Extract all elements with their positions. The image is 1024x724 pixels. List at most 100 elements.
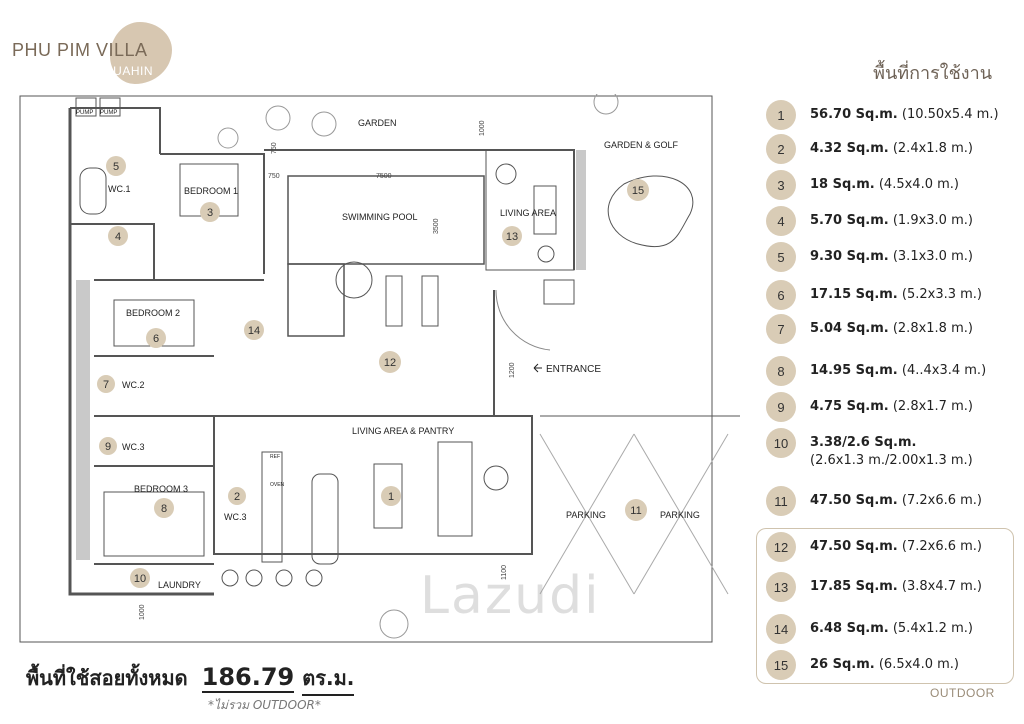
legend-text: 17.15 Sq.m. (5.2x3.3 m.)	[810, 280, 982, 304]
legend-area: 47.50 Sq.m.	[810, 493, 898, 508]
legend-text: 5.04 Sq.m. (2.8x1.8 m.)	[810, 314, 973, 338]
legend-number: 2	[766, 134, 796, 164]
label-swimming-pool: SWIMMING POOL	[342, 212, 418, 222]
legend-dims: (6.5x4.0 m.)	[878, 657, 959, 672]
pool-steps	[287, 263, 345, 337]
room-number-6: 6	[153, 333, 159, 345]
stepping-stone-2	[245, 569, 263, 587]
dimension-7500: 7500	[376, 173, 392, 180]
legend-text: 4.32 Sq.m. (2.4x1.8 m.)	[810, 134, 973, 158]
east-hedge	[576, 150, 586, 270]
coffee-table	[483, 465, 509, 491]
legend-row: 11 47.50 Sq.m. (7.2x6.6 m.)	[766, 486, 1016, 516]
total-area-label: พื้นที่ใช้สอยทั้งหมด	[26, 666, 188, 690]
dining-table	[373, 463, 403, 529]
room-marker-8	[154, 498, 174, 518]
outdoor-chair-1	[495, 163, 517, 185]
room-marker-10	[130, 568, 150, 588]
watermark: Lazudi	[420, 566, 601, 626]
legend-dims: (5.2x3.3 m.)	[901, 287, 983, 302]
tree-5	[379, 609, 409, 639]
pump-box-1	[75, 97, 97, 117]
room-marker-15	[627, 179, 649, 201]
label-garden: GARDEN	[358, 118, 397, 128]
legend-text: 47.50 Sq.m. (7.2x6.6 m.)	[810, 532, 982, 556]
label-laundry: LAUNDRY	[158, 580, 201, 590]
room-marker-2	[228, 487, 246, 505]
label-parking-2: PARKING	[660, 510, 700, 520]
legend-number: 1	[766, 100, 796, 130]
legend-area: 14.95 Sq.m.	[810, 363, 898, 378]
legend-dims: (7.2x6.6 m.)	[901, 493, 983, 508]
stepping-stone-1	[221, 569, 239, 587]
legend-dims: (4..4x3.4 m.)	[901, 363, 987, 378]
legend-text: 26 Sq.m. (6.5x4.0 m.)	[810, 650, 959, 674]
outdoor-living-area	[485, 149, 575, 271]
legend-row: 10 3.38/2.6 Sq.m. (2.6x1.3 m./2.00x1.3 m.…	[766, 428, 1016, 470]
outdoor-label: OUTDOOR	[930, 686, 995, 700]
total-area-unit: ตร.ม.	[302, 662, 355, 696]
legend-text: 18 Sq.m. (4.5x4.0 m.)	[810, 170, 959, 194]
label-bedroom3: BEDROOM 3	[134, 484, 188, 494]
label-wc2: WC.2	[122, 380, 145, 390]
floor-plan: 1 2 3 4 5 6 7 8 9 10 11 12 13 14 15 GARD…	[14, 94, 750, 650]
tree-2	[311, 111, 337, 137]
legend-title: พื้นที่การใช้งาน	[873, 63, 992, 84]
legend-row: 2 4.32 Sq.m. (2.4x1.8 m.)	[766, 134, 1016, 164]
room-number-7: 7	[103, 379, 109, 391]
legend-dims: (4.5x4.0 m.)	[878, 177, 959, 192]
parking-lines	[539, 433, 729, 595]
legend-dims: (2.6x1.3 m./2.00x1.3 m.)	[810, 453, 973, 468]
outdoor-chair-2	[537, 245, 555, 263]
legend-dims: (5.4x1.2 m.)	[892, 621, 973, 636]
legend-row: 1 56.70 Sq.m. (10.50x5.4 m.)	[766, 100, 1016, 130]
dimension-3500: 3500	[433, 218, 440, 234]
legend-number: 8	[766, 356, 796, 386]
room-number-2: 2	[234, 491, 240, 503]
label-entrance: ENTRANCE	[546, 364, 601, 375]
kitchen-island	[311, 473, 339, 565]
area-legend: 1 56.70 Sq.m. (10.50x5.4 m.) 2 4.32 Sq.m…	[766, 100, 1016, 706]
legend-number: 11	[766, 486, 796, 516]
tree-1	[265, 105, 291, 131]
living-pantry-wall	[213, 415, 533, 555]
room-marker-13	[502, 226, 522, 246]
living-sofa	[437, 441, 473, 537]
legend-number: 10	[766, 428, 796, 458]
entrance-arrow-icon	[533, 363, 542, 373]
total-area-note: *ไม่รวม OUTDOOR*	[208, 698, 321, 712]
tree-4	[217, 127, 239, 149]
brand-subtitle: HUAHIN	[104, 64, 154, 78]
legend-number: 14	[766, 614, 796, 644]
room-marker-11	[625, 499, 647, 521]
legend-text: 9.30 Sq.m. (3.1x3.0 m.)	[810, 242, 973, 266]
legend-area: 47.50 Sq.m.	[810, 539, 898, 554]
legend-area: 6.48 Sq.m.	[810, 621, 889, 636]
legend-row: 7 5.04 Sq.m. (2.8x1.8 m.)	[766, 314, 1016, 344]
room-marker-9	[99, 437, 117, 455]
bed-3	[103, 491, 205, 557]
kitchen-counter	[261, 451, 283, 563]
legend-row: 9 4.75 Sq.m. (2.8x1.7 m.)	[766, 392, 1016, 422]
legend-area: 18 Sq.m.	[810, 177, 875, 192]
label-bedroom2: BEDROOM 2	[126, 308, 180, 318]
label-wc1: WC.1	[108, 184, 131, 194]
legend-dims: (1.9x3.0 m.)	[892, 213, 973, 228]
legend-text: 5.70 Sq.m. (1.9x3.0 m.)	[810, 206, 973, 230]
room-number-1: 1	[388, 491, 394, 503]
legend-area: 3.38/2.6 Sq.m.	[810, 435, 917, 450]
label-pump-2: PUMP	[100, 110, 117, 116]
legend-row: 4 5.70 Sq.m. (1.9x3.0 m.)	[766, 206, 1016, 236]
label-ref: REF	[270, 454, 280, 460]
legend-number: 9	[766, 392, 796, 422]
legend-text: 4.75 Sq.m. (2.8x1.7 m.)	[810, 392, 973, 416]
label-wc3-a: WC.3	[122, 442, 145, 452]
legend-dims: (3.1x3.0 m.)	[892, 249, 973, 264]
legend-text: 17.85 Sq.m. (3.8x4.7 m.)	[810, 572, 982, 596]
pool-jacuzzi	[335, 261, 373, 299]
legend-number: 6	[766, 280, 796, 310]
bedroom1-wall	[160, 153, 265, 274]
entrance-column	[543, 279, 575, 305]
label-parking-1: PARKING	[566, 510, 606, 520]
legend-dims: (2.8x1.8 m.)	[892, 321, 973, 336]
